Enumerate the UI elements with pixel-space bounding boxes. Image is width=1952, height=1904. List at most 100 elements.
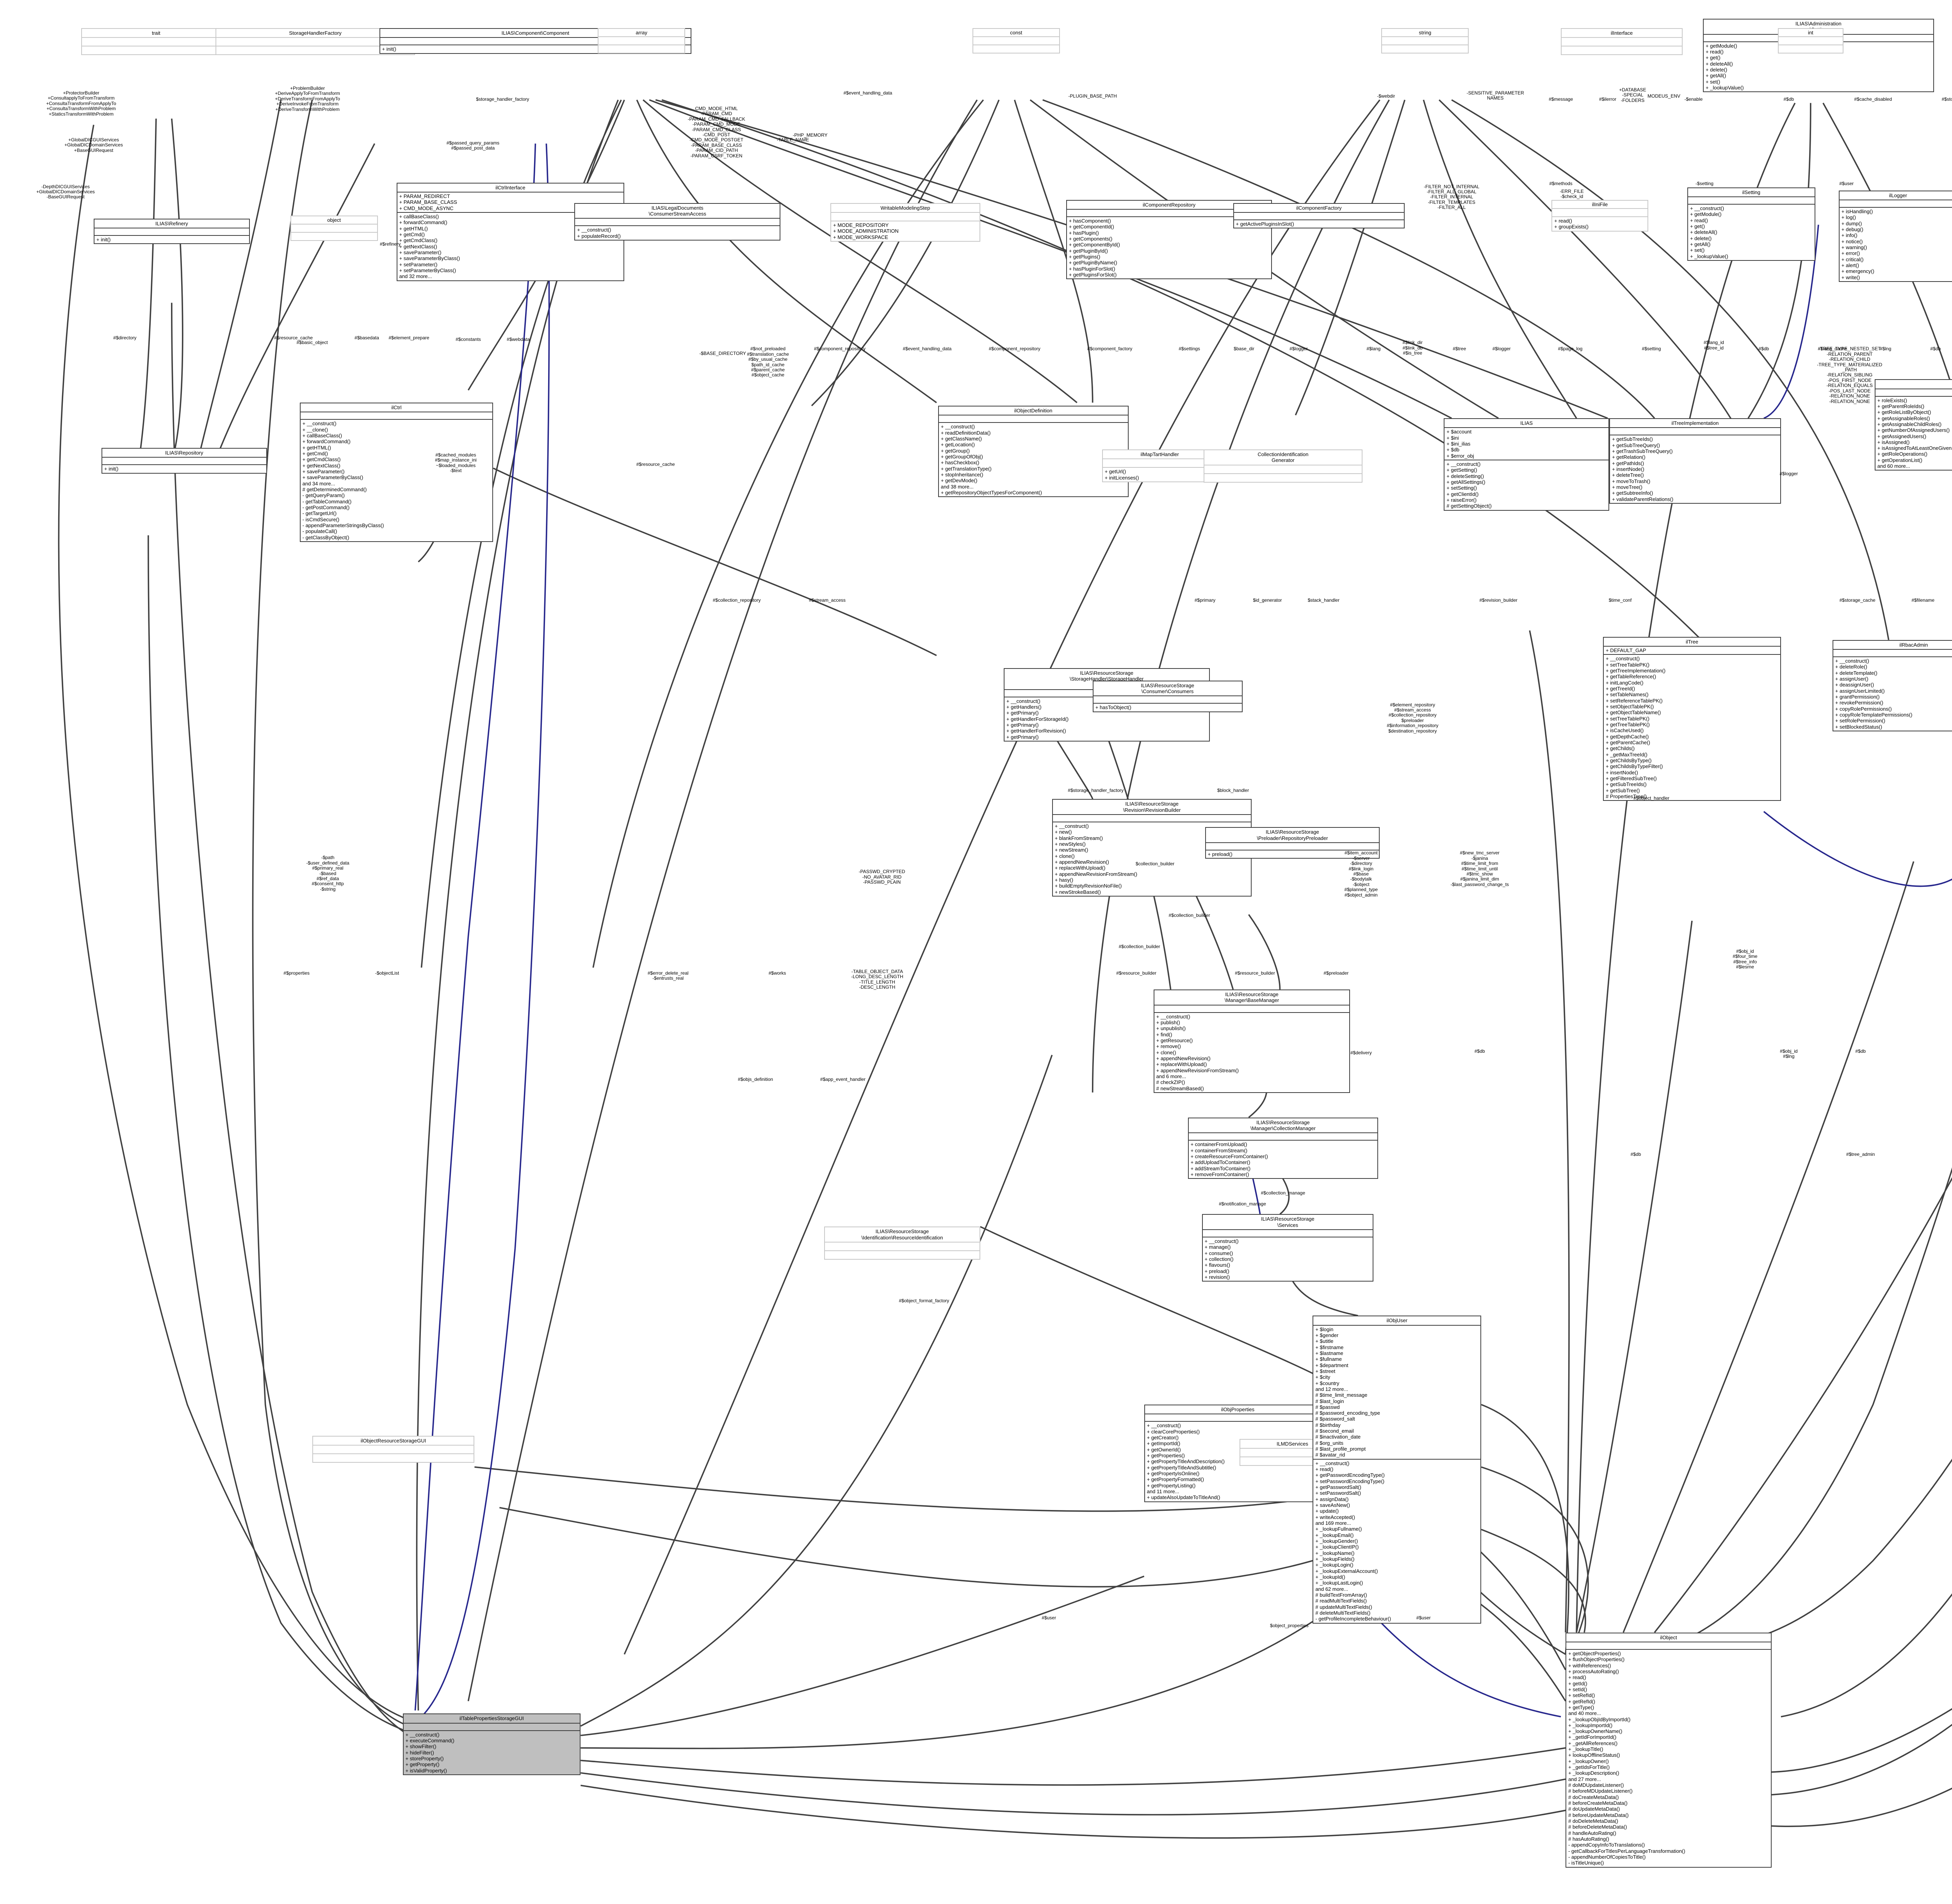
uml-class-node-string-top[interactable]: string xyxy=(1381,28,1469,54)
uml-class-node-ilias-resourcestorage-collectionmanager[interactable]: ILIAS\ResourceStorage \Manager\Collectio… xyxy=(1188,1117,1379,1179)
uml-class-title: ilRbacReview xyxy=(1875,380,1952,389)
uml-class-node-iltablepropertiesstoragegui[interactable]: ilTablePropertiesStorageGUI+ __construct… xyxy=(403,1713,581,1776)
uml-class-node-ilrbacreview[interactable]: ilRbacReview + roleExists() + getParentRo… xyxy=(1874,379,1952,471)
edge-label: #$event_handling_data xyxy=(903,346,952,352)
uml-class-node-ilias-resourcestorage-storage[interactable]: ILIAS\ResourceStorage \Identification\Re… xyxy=(824,1227,980,1260)
uml-class-title: object xyxy=(291,216,377,225)
uml-class-node-ilobjuser[interactable]: ilObjUser+ $login + $gender + $utitle + … xyxy=(1313,1316,1482,1624)
edge-label: #$db xyxy=(1630,1151,1641,1157)
uml-class-node-illogger[interactable]: ilLogger+ isHandling() + log() + dump() … xyxy=(1838,190,1952,282)
edge-label: #$stream_access xyxy=(809,597,846,603)
edge-label: #$works xyxy=(768,970,786,976)
edge-label: #$message xyxy=(1549,96,1573,102)
uml-class-attributes: + $account + $ini + $ini_ilias + $db + $… xyxy=(1444,428,1609,461)
uml-class-node-ilrbacadmin[interactable]: ilRbacAdmin+ __construct() + deleteRole(… xyxy=(1832,640,1952,731)
edge-label: #$settings xyxy=(1179,346,1200,352)
edge-label: #$refinery xyxy=(379,241,401,247)
edge-label: #$notification_manage xyxy=(1219,1201,1266,1207)
uml-class-node-ilobjectresourcestoragegui[interactable]: ilObjectResourceStorageGUI xyxy=(312,1435,475,1463)
uml-class-title: const xyxy=(973,29,1059,37)
uml-class-node-ilsetting[interactable]: ilSetting+ __construct() + getModule() +… xyxy=(1687,187,1815,261)
uml-class-node-ilinterface[interactable]: ilInterface xyxy=(1561,28,1683,55)
uml-class-title: ILIAS\ResourceStorage \Services xyxy=(1202,1215,1373,1230)
edge-label: #$logger xyxy=(1492,346,1511,352)
uml-class-attributes xyxy=(1188,1133,1378,1141)
edge-label: -PASSWD_CRYPTED -NO_AVATAR_RID -PASSWD_P… xyxy=(858,869,905,885)
edge-label: #$collection_builder xyxy=(1118,944,1160,950)
uml-class-node-array-top-1[interactable]: array xyxy=(598,28,686,54)
uml-class-node-object-left[interactable]: object xyxy=(290,215,378,241)
uml-class-node-ilmaptartmethods[interactable]: ilMapTartHandler+ getUrl() + initLicense… xyxy=(1102,449,1218,483)
edge-label: #$tree xyxy=(1453,346,1466,352)
uml-class-node-ilias-resourcestorage-consumer[interactable]: ILIAS\ResourceStorage \Consumer\Consumer… xyxy=(1092,680,1243,712)
uml-class-operations: + getSubTreeIds() + getSubTreeQuery() + … xyxy=(1612,436,1674,502)
edge-label: -TABLE_NAME xyxy=(777,137,809,143)
uml-class-node-int-top[interactable]: int xyxy=(1777,28,1843,54)
uml-class-node-ilias-resourcestorage-services[interactable]: ILIAS\ResourceStorage \Services+ __const… xyxy=(1202,1214,1374,1282)
uml-class-attributes xyxy=(1778,37,1843,46)
uml-class-attributes xyxy=(1234,213,1404,220)
uml-class-operations: + getModule() + read() + get() + deleteA… xyxy=(1705,43,1744,91)
uml-class-node-ilobject[interactable]: ilObject+ getObjectProperties() + flushO… xyxy=(1566,1632,1772,1868)
uml-class-node-ilias-repository[interactable]: ILIAS\Repository+ init() xyxy=(101,448,267,474)
edge-label: #$user xyxy=(1839,180,1854,186)
edge-label: +DATABASE -SPECIAL -FOLDERS xyxy=(1619,87,1646,103)
uml-class-node-ilias-main[interactable]: ILIAS+ $account + $ini + $ini_ilias + $d… xyxy=(1444,418,1610,511)
edge-label: MODEUS_ENV xyxy=(1647,93,1681,99)
edge-label: $object_properties xyxy=(1270,1622,1309,1628)
edge-label: #$delivery xyxy=(1350,1050,1372,1055)
uml-class-operations: + getUrl() + initLicenses() xyxy=(1104,469,1139,481)
edge-label: #$collection_builder xyxy=(1168,913,1210,918)
uml-class-operations: + __construct() + __clone() + callBaseCl… xyxy=(302,421,384,540)
uml-class-node-writablemodelingcomp[interactable]: WritableModelingStep+ MODE_REPOSITORY + … xyxy=(830,203,980,242)
edge-label: #$cached_modules #$map_instance_ini ~$lo… xyxy=(435,452,477,474)
edge-label: #$link_dir #$link_db #$is_tree xyxy=(1402,340,1423,356)
edge-label: -$webdir xyxy=(1377,93,1395,99)
uml-class-attributes xyxy=(1839,200,1952,208)
uml-class-attributes xyxy=(575,219,780,226)
uml-class-node-ilias-legaldocuments-consumerstreamaccess[interactable]: ILIAS\LegalDocuments \ConsumerStreamAcce… xyxy=(574,203,781,241)
edge-label: #$component_repository xyxy=(988,346,1040,352)
uml-class-node-ilcomponentfactory[interactable]: ilComponentFactory+ getActivePluginsInSl… xyxy=(1233,203,1405,229)
uml-class-attributes xyxy=(1552,209,1647,217)
uml-class-attributes: + DEFAULT_GAP xyxy=(1604,647,1780,655)
edge-label: #$new_tmc_server -$janina #$time_limit_f… xyxy=(1450,850,1509,887)
uml-class-operations xyxy=(825,1251,980,1259)
uml-class-node-ilias-refinery[interactable]: ILIAS\Refinery+ init() xyxy=(93,218,250,244)
uml-class-title: ILIAS\Component\Component xyxy=(380,29,691,38)
uml-class-title: ilCtrlInterface xyxy=(397,184,624,193)
uml-class-node-trait[interactable]: trait xyxy=(81,28,231,55)
edge-label: $block_handler xyxy=(1217,788,1249,793)
uml-class-node-ilobjectdefinition[interactable]: ilObjectDefinition+ __construct() + read… xyxy=(938,406,1129,497)
edge-label: #$resource_builder xyxy=(1235,970,1275,976)
uml-class-title: ILIAS\ResourceStorage \Preloader\Reposit… xyxy=(1206,828,1379,843)
uml-class-operations: + containerFromUpload() + containerFromS… xyxy=(1190,1141,1268,1177)
uml-class-node-ilias-resourcestorage-manager-basemanager[interactable]: ILIAS\ResourceStorage \Manager\BaseManag… xyxy=(1153,989,1350,1093)
edge-label: #$obj_id #$four_time #$tree_info #$lesrn… xyxy=(1733,948,1758,970)
edge-label: #$element_prepare xyxy=(388,335,429,341)
edge-label: $id_generator xyxy=(1253,597,1282,603)
uml-class-title: trait xyxy=(82,29,230,38)
uml-class-attributes xyxy=(825,1243,980,1252)
uml-class-attributes xyxy=(1053,815,1251,822)
uml-class-operations xyxy=(598,45,684,53)
uml-class-title: ilObjProperties xyxy=(1145,1405,1331,1415)
edge-label: CMD_MODE_HTML -PARAM_CMD -PARAM_CMD_FALL… xyxy=(687,105,745,159)
edge-label: #$element_repository #$stream_access #$c… xyxy=(1387,702,1439,734)
edge-label: #$object_format_factory xyxy=(899,1298,949,1304)
uml-class-node-const-top[interactable]: const xyxy=(972,28,1060,54)
uml-class-operations: + roleExists() + getParentRoleIds() + ge… xyxy=(1877,397,1952,469)
uml-class-operations xyxy=(1204,474,1362,482)
uml-class-node-collectionidentificationgenerator[interactable]: CollectionIdentification Generator xyxy=(1203,449,1363,483)
uml-class-node-iltree[interactable]: ilTree+ DEFAULT_GAP+ __construct() + set… xyxy=(1603,636,1781,801)
edge-label: $base_dir xyxy=(1234,346,1254,352)
uml-class-attributes xyxy=(1145,1414,1331,1422)
edge-label: #$component_factory xyxy=(1087,346,1133,352)
uml-class-attributes: + $login + $gender + $utitle + $firstnam… xyxy=(1313,1326,1481,1460)
uml-class-node-iltreeimplementation[interactable]: ilTreeImplementation+ getSubTreeIds() + … xyxy=(1609,418,1781,504)
uml-class-title: ILIAS\ResourceStorage \Identification\Re… xyxy=(825,1227,980,1243)
uml-class-operations xyxy=(291,233,377,240)
uml-class-node-ilini-file[interactable]: ilIniFile+ read() + groupExists() xyxy=(1551,200,1648,232)
edge-label: $stack_handler xyxy=(1307,597,1340,603)
